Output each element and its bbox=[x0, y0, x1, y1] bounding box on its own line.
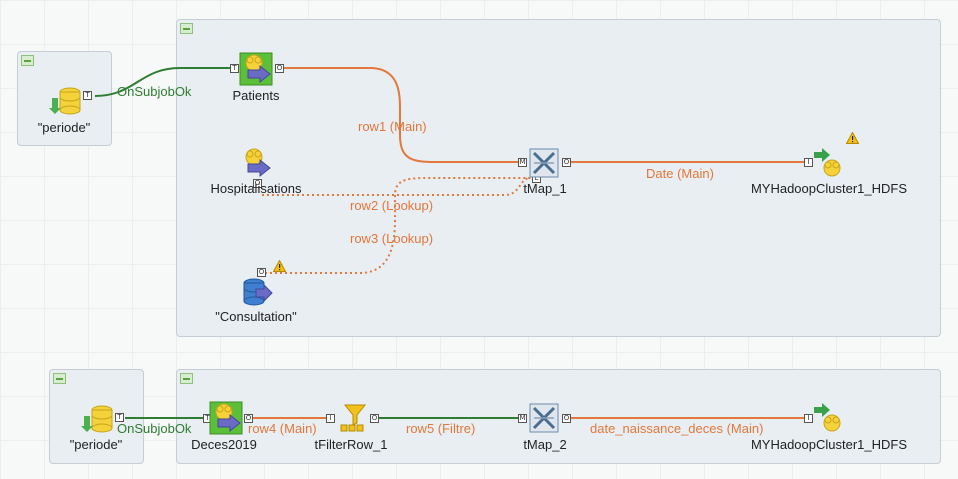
port-input[interactable]: I bbox=[804, 158, 813, 167]
port-input[interactable]: I bbox=[326, 414, 335, 423]
port-main-in[interactable]: M bbox=[518, 158, 527, 167]
collapse-button[interactable] bbox=[21, 55, 34, 66]
link-label-row4[interactable]: row4 (Main) bbox=[248, 421, 317, 436]
filter-funnel-icon bbox=[340, 404, 367, 432]
tmap-icon bbox=[529, 148, 559, 178]
link-label-date-naissance[interactable]: date_naissance_deces (Main) bbox=[590, 421, 764, 436]
warning-icon bbox=[846, 132, 859, 144]
database-icon bbox=[49, 87, 81, 115]
collapse-button[interactable] bbox=[53, 373, 66, 384]
collapse-button[interactable] bbox=[180, 373, 193, 384]
component-label: "Consultation" bbox=[215, 309, 297, 324]
component-label: tFilterRow_1 bbox=[314, 437, 388, 452]
link-row2[interactable] bbox=[262, 177, 531, 196]
link-label-row3[interactable]: row3 (Lookup) bbox=[350, 231, 434, 246]
hdfs-output-icon bbox=[814, 148, 841, 177]
component-periode-top[interactable] bbox=[48, 84, 84, 118]
link-label-row1[interactable]: row1 (Main) bbox=[358, 119, 427, 134]
link-label-row2[interactable]: row2 (Lookup) bbox=[350, 198, 434, 213]
subjob-main-top[interactable] bbox=[176, 19, 941, 337]
component-consultation[interactable] bbox=[238, 276, 274, 310]
port-trigger-out[interactable]: T bbox=[83, 91, 92, 100]
component-label: "periode" bbox=[69, 437, 123, 452]
port-output[interactable]: O bbox=[275, 64, 284, 73]
component-tmap2[interactable] bbox=[526, 401, 562, 435]
link-label-date[interactable]: Date (Main) bbox=[646, 166, 714, 181]
hdfs-output-icon bbox=[814, 403, 841, 432]
link-row1[interactable] bbox=[283, 67, 521, 163]
component-label: "periode" bbox=[37, 120, 91, 135]
component-deces2019[interactable] bbox=[208, 401, 244, 435]
component-periode-bottom[interactable] bbox=[80, 402, 116, 436]
tmap-icon bbox=[529, 403, 559, 433]
database-icon bbox=[81, 405, 113, 433]
component-tmap1[interactable] bbox=[526, 146, 562, 180]
subjob-periode-bottom[interactable] bbox=[49, 369, 144, 464]
component-tfilterrow1[interactable] bbox=[337, 401, 373, 435]
link-label-onsubjobok[interactable]: OnSubjobOk bbox=[117, 84, 192, 99]
elephant-arrow-icon bbox=[209, 401, 243, 435]
port-output[interactable]: O bbox=[244, 414, 253, 423]
port-main-in[interactable]: M bbox=[518, 414, 527, 423]
collapse-button[interactable] bbox=[180, 23, 193, 34]
component-hdfs1[interactable] bbox=[812, 146, 848, 180]
port-output[interactable]: O bbox=[562, 414, 571, 423]
component-label: tMap_2 bbox=[523, 437, 567, 452]
component-hdfs2[interactable] bbox=[812, 401, 848, 435]
link-label-row5[interactable]: row5 (Filtre) bbox=[406, 421, 476, 436]
link-label-onsubjobok[interactable]: OnSubjobOk bbox=[117, 421, 192, 436]
component-label: MYHadoopCluster1_HDFS bbox=[750, 181, 908, 196]
port-output[interactable]: O bbox=[562, 158, 571, 167]
trigger-link-top[interactable] bbox=[94, 67, 233, 97]
port-trigger-in[interactable]: T bbox=[230, 64, 239, 73]
component-label: Patients bbox=[232, 88, 280, 103]
database-icon bbox=[243, 278, 273, 306]
port-output[interactable]: O bbox=[253, 179, 262, 188]
component-label: tMap_1 bbox=[523, 181, 567, 196]
component-label: MYHadoopCluster1_HDFS bbox=[750, 437, 908, 452]
component-label: Deces2019 bbox=[191, 437, 257, 452]
elephant-arrow-icon bbox=[245, 148, 271, 178]
component-label: Hospitalisations bbox=[210, 181, 302, 196]
port-input[interactable]: I bbox=[804, 414, 813, 423]
warning-icon bbox=[273, 260, 286, 272]
port-trigger-out[interactable]: T bbox=[115, 413, 124, 422]
port-output[interactable]: O bbox=[370, 414, 379, 423]
component-hospitalisations[interactable] bbox=[238, 146, 274, 180]
link-row3[interactable] bbox=[265, 177, 531, 274]
elephant-arrow-icon bbox=[239, 52, 273, 86]
subjob-periode-top[interactable] bbox=[17, 51, 112, 146]
port-output[interactable]: O bbox=[257, 268, 266, 277]
component-patients[interactable] bbox=[238, 52, 274, 86]
